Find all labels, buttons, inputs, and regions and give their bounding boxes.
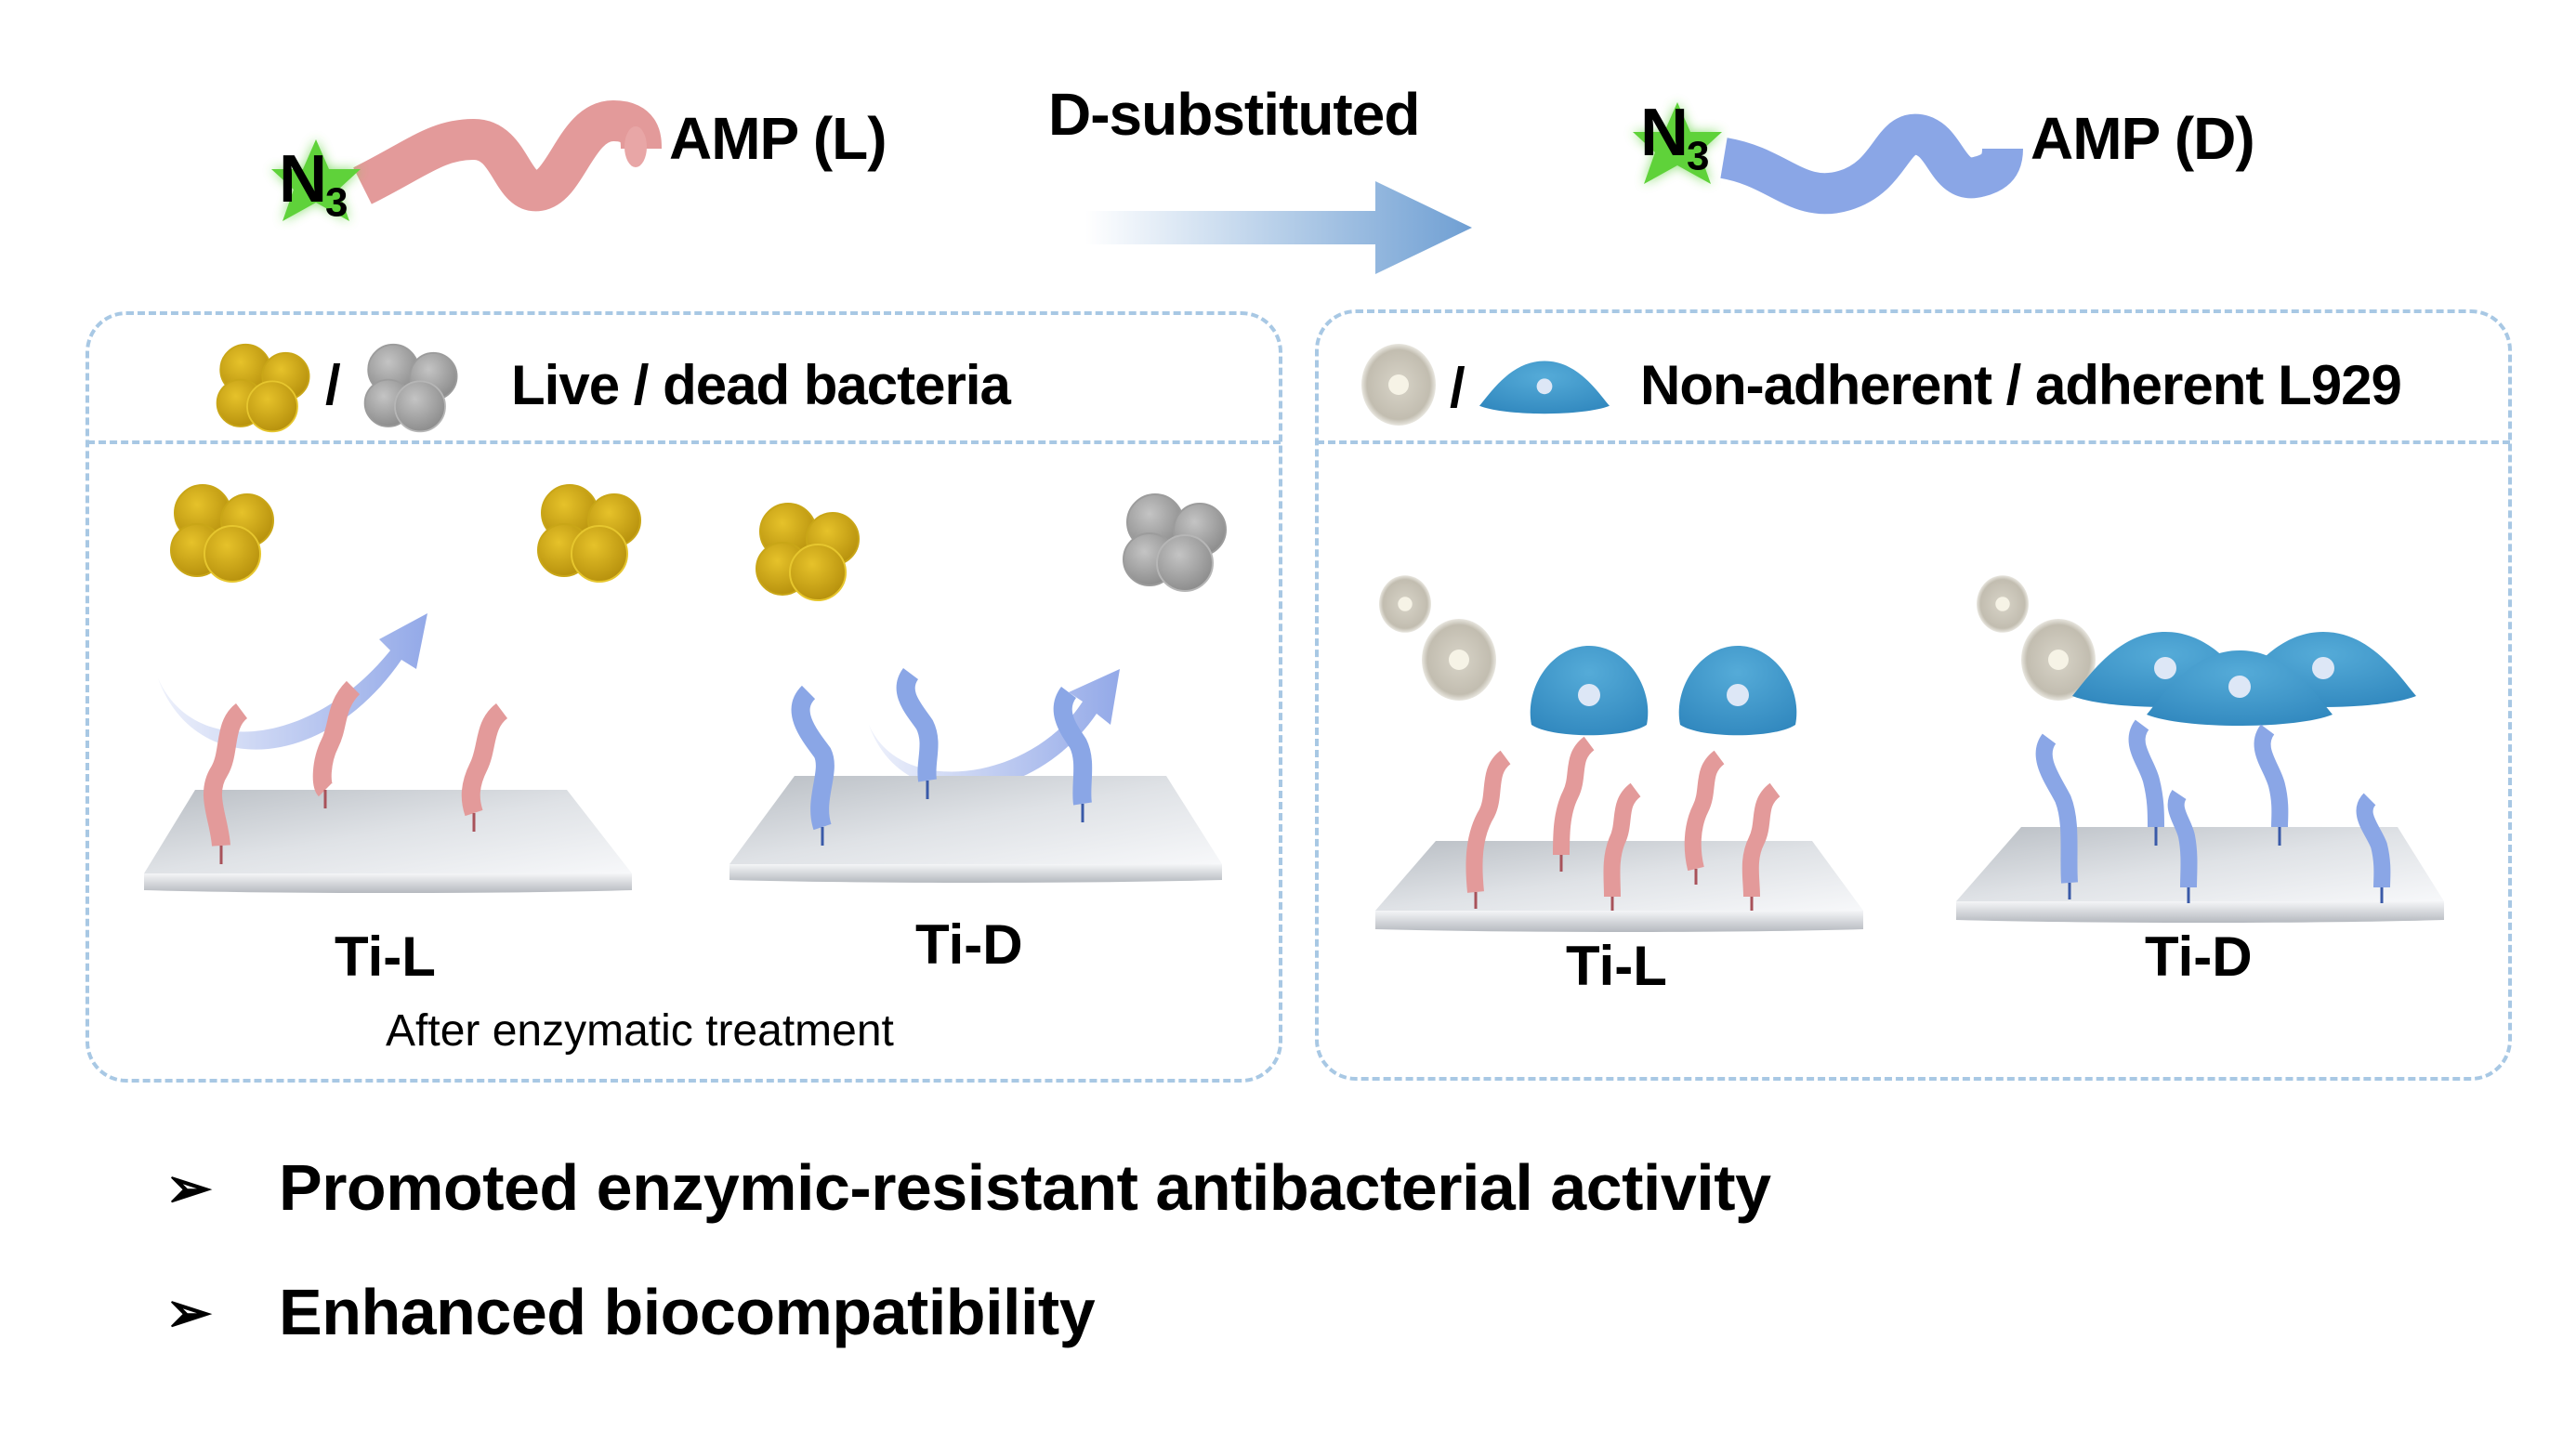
non-adherent-cell-icon — [1379, 575, 1431, 633]
ti-d-biocompat-label: Ti-D — [2145, 925, 2253, 988]
non-adherent-cell-icon — [1977, 575, 2029, 633]
l-peptide-chains-icon — [1465, 736, 1781, 898]
non-adherent-cell-icon — [1422, 619, 1496, 701]
conclusion-text: Enhanced biocompatibility — [279, 1276, 1096, 1348]
antibacterial-panel — [85, 311, 1282, 1083]
ti-l-antibacterial-scene — [144, 484, 641, 893]
azide-star-icon — [271, 139, 361, 221]
antibacterial-panel-divider — [87, 440, 1281, 444]
biocompatibility-panel — [1315, 309, 2512, 1081]
ti-d-sample-label: Ti-D — [915, 913, 1023, 976]
biocompat-legend-separator: / — [1450, 357, 1465, 419]
non-adherent-cell-icon — [1361, 344, 1436, 426]
amp-d-peptide-icon — [1633, 102, 2023, 215]
titanium-plate-icon — [1956, 827, 2444, 923]
ti-d-biocompat-scene — [1956, 575, 2444, 923]
ti-l-biocompat-scene — [1375, 575, 1863, 932]
amp-l-peptide-icon — [271, 99, 662, 221]
transition-label: D-substituted — [1048, 81, 1420, 148]
l-peptide-chains-icon — [204, 680, 508, 847]
titanium-plate-icon — [729, 776, 1222, 883]
dead-bacteria-icon — [363, 343, 458, 433]
d-peptide-chains-icon — [791, 668, 1093, 831]
curved-arrow-icon — [158, 613, 427, 750]
enzymatic-treatment-note: After enzymatic treatment — [386, 1006, 894, 1056]
titanium-plate-icon — [144, 790, 632, 893]
biocompat-legend-label: Non-adherent / adherent L929 — [1640, 354, 2402, 416]
live-bacteria-icon — [170, 484, 274, 583]
amp-d-molecule: N3 — [1622, 84, 2023, 242]
ti-l-biocompat-label: Ti-L — [1566, 935, 1667, 997]
live-bacteria-icon — [756, 503, 860, 601]
d-peptide-chains-icon — [2035, 719, 2391, 888]
amp-l-molecule: N3 — [260, 84, 662, 242]
transition-arrow-icon — [1085, 181, 1472, 274]
amp-l-azide-label: N3 — [279, 142, 348, 226]
ti-l-sample-label: Ti-L — [335, 925, 436, 988]
amp-l-label: AMP (L) — [669, 105, 887, 172]
arrow-bullet-icon: ➢ — [165, 1157, 213, 1219]
azide-star-icon — [1633, 102, 1722, 184]
adherent-cell-icon — [1479, 361, 1610, 414]
ti-d-antibacterial-scene — [729, 493, 1227, 883]
amp-d-azide-label: N3 — [1640, 96, 1710, 179]
dead-bacteria-icon — [1123, 493, 1227, 592]
live-bacteria-icon — [537, 484, 641, 583]
conclusion-text: Promoted enzymic-resistant antibacterial… — [279, 1151, 1771, 1224]
amp-d-label: AMP (D) — [2031, 105, 2255, 172]
arrow-bullet-icon: ➢ — [165, 1281, 213, 1344]
hovering-cell-icon — [1678, 646, 1797, 736]
live-bacteria-icon — [216, 343, 310, 433]
antibacterial-legend-separator: / — [325, 354, 341, 416]
antibacterial-legend-label: Live / dead bacteria — [511, 354, 1011, 416]
hovering-cell-icon — [1530, 646, 1649, 736]
biocompatibility-panel-divider — [1317, 440, 2510, 444]
